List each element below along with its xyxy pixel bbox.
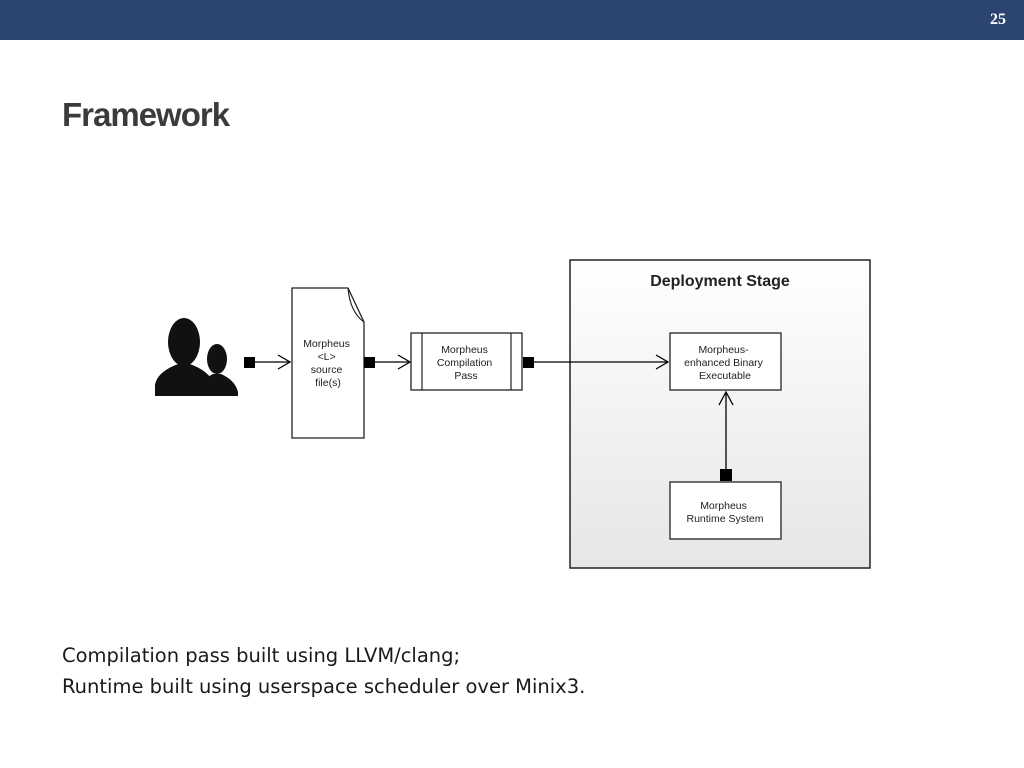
compilation-pass-label: Morpheus Compilation Pass: [437, 344, 495, 382]
user-silhouettes-icon: [155, 318, 238, 396]
connector-compilation-to-binary: [523, 354, 670, 370]
runtime-system-label: Morpheus Runtime System: [686, 500, 763, 525]
source-file-box: [291, 287, 365, 439]
compilation-pass-box: [410, 332, 523, 391]
runtime-system-box: [669, 481, 782, 540]
connector-source-to-compilation: [364, 354, 412, 370]
deployment-stage-title: Deployment Stage: [650, 273, 790, 290]
caption-line-2: Runtime built using userspace scheduler …: [62, 675, 586, 698]
binary-executable-box: [669, 332, 782, 391]
connector-user-to-source: [244, 354, 292, 370]
source-file-label: Morpheus <L> source file(s): [303, 338, 353, 389]
binary-executable-label: Morpheus- enhanced Binary Executable: [684, 344, 766, 382]
slide-title: Framework: [62, 96, 230, 133]
connector-runtime-to-binary: [718, 390, 734, 481]
caption-line-1: Compilation pass built using LLVM/clang;: [62, 644, 461, 667]
source-file-fold: [347, 287, 365, 323]
header-bar: 25: [0, 0, 1024, 40]
caption: Compilation pass built using LLVM/clang;…: [62, 640, 585, 702]
page-number: 25: [990, 11, 1006, 28]
